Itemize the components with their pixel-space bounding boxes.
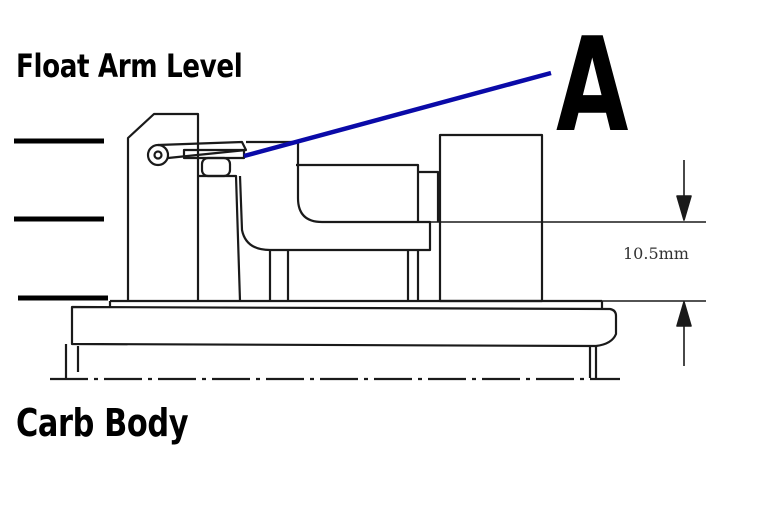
dimension-arrow-upper-head <box>676 195 692 221</box>
dimension-label: 10.5mm <box>623 244 689 263</box>
callout-label: A <box>556 9 628 161</box>
dimension-10-5mm <box>430 160 706 366</box>
title-label: Float Arm Level <box>16 47 243 85</box>
hinge-pivot <box>146 143 170 167</box>
carb-body-base <box>50 299 620 381</box>
callout-leader-line <box>243 70 552 159</box>
hinge-post <box>126 112 200 301</box>
float-body <box>268 133 544 303</box>
dimension-arrow-lower-head <box>676 301 692 327</box>
carb-body-label: Carb Body <box>16 401 189 445</box>
level-tick-marks <box>14 138 108 301</box>
